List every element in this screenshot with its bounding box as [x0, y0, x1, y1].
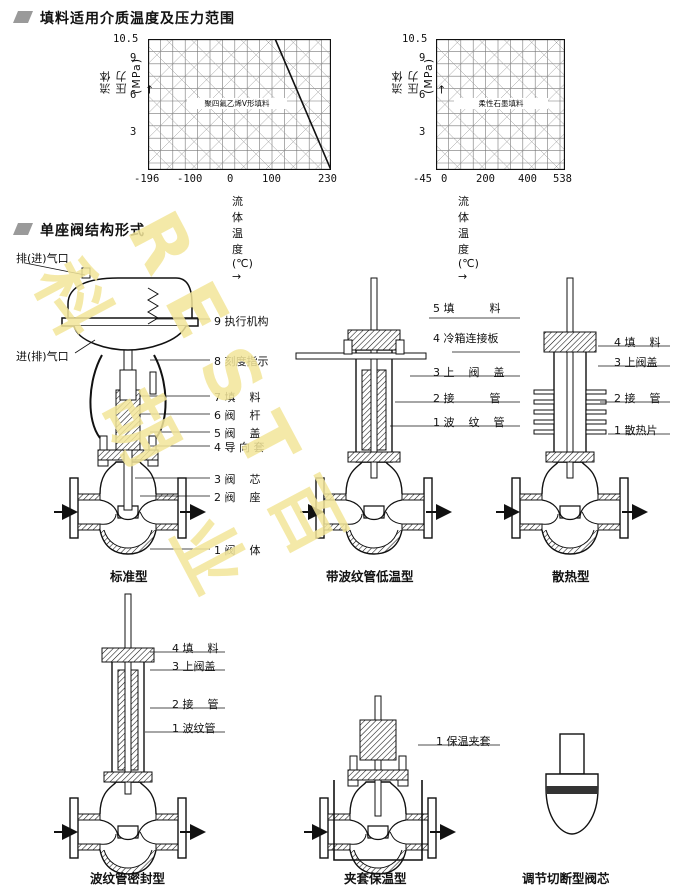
- label-standard-part-5: 5 阀 盖: [214, 427, 261, 440]
- chart-left-x-tick-100: 100: [262, 173, 281, 185]
- drawing-standard-valve: [54, 339, 202, 554]
- chart-left-y-tick-9: 9: [130, 52, 137, 64]
- label-heat-sink-part-4: 4 填 料: [614, 336, 661, 349]
- chart-right-x-tick-400: 400: [518, 173, 537, 185]
- caption-jacket: 夹套保温型: [344, 871, 407, 886]
- chart-right-gridline-diag: [503, 39, 565, 101]
- label-bellows-seal-part-4: 4 填 料: [172, 642, 219, 655]
- label-exhaust-port: 排(进)气口: [16, 252, 69, 265]
- label-standard-part-7: 7 填 料: [214, 391, 261, 404]
- section-marker-icon: [13, 223, 33, 235]
- label-intake-port: 进(排)气口: [16, 350, 69, 363]
- chart-right-y-tick-3: 3: [419, 126, 426, 138]
- caption-bellows-seal: 波纹管密封型: [90, 871, 166, 886]
- label-bellows-low-part-5: 5 填 料: [433, 302, 501, 315]
- chart-left-gridline-diag: [289, 39, 331, 81]
- label-bellows-seal-part-3: 3 上阀盖: [172, 660, 216, 673]
- chart-left-x-tick--100: -100: [177, 173, 203, 185]
- chart-right-x-tick-200: 200: [476, 173, 495, 185]
- section-marker-icon: [13, 11, 33, 23]
- chart-right-y-tick-6: 6: [419, 89, 426, 101]
- chart-left-gridline-diag: [148, 39, 223, 114]
- label-bellows-seal-part-1: 1 波纹管: [172, 722, 216, 735]
- chart-right-gridline-diag: [436, 39, 461, 65]
- chart-right-frame: [436, 39, 565, 170]
- chart-left-y-tick-3: 3: [130, 126, 137, 138]
- chart-left-gridline-diag: [148, 39, 198, 89]
- chart-left-gridline-diag: [148, 120, 198, 170]
- label-standard-part-1: 1 阀 体: [214, 544, 261, 557]
- label-bellows-low-part-4: 4 冷箱连接板: [433, 332, 499, 345]
- caption-standard: 标准型: [110, 569, 148, 584]
- label-standard-part-4: 4 导 向 套: [214, 441, 265, 454]
- chart-right-gridline-diag: [436, 144, 461, 170]
- chart-left-gridline-diag: [148, 39, 173, 65]
- label-standard-part-3: 3 阀 芯: [214, 473, 261, 486]
- chart-left-y-tick-6: 6: [130, 89, 137, 101]
- label-heat-sink-part-2: 2 接 管: [614, 392, 661, 405]
- drawing-shutoff-plug: [545, 733, 599, 835]
- chart-left-gridline-diag: [148, 144, 173, 170]
- chart-right-gridline-diag: [528, 132, 565, 170]
- drawing-heat-sink: [496, 277, 644, 554]
- chart-right-gridline-diag: [436, 120, 486, 170]
- chart-right-x-axis-label: 流体温度(℃) →: [458, 195, 479, 283]
- label-standard-part-8: 8 刻度指示: [214, 355, 269, 368]
- chart-left-frame: [148, 39, 331, 170]
- chart-right-gridline-diag: [528, 39, 565, 77]
- label-bellows-low-part-3: 3 上 阀 盖: [433, 366, 505, 379]
- chart-left-region-label: 聚四氟乙烯V形填料: [187, 98, 287, 109]
- drawing-actuator: [61, 267, 199, 351]
- chart-right-gridline-diag: [503, 108, 565, 170]
- chart-left-gridline-diag: [148, 39, 248, 139]
- caption-heat-sink: 散热型: [552, 569, 590, 584]
- chart-right-x-tick-0: 0: [441, 173, 448, 185]
- chart-left-x-tick-230: 230: [318, 173, 337, 185]
- section-title-valve-structures: 单座阀结构形式: [40, 223, 145, 239]
- drawing-bellows-seal: [54, 593, 202, 874]
- chart-right-gridline-diag: [436, 39, 511, 114]
- label-heat-sink-part-3: 3 上阀盖: [614, 356, 658, 369]
- chart-right-gridline-diag: [436, 39, 486, 89]
- chart-right-y-tick-10-5: 10.5: [402, 33, 428, 45]
- leader-lines: [24, 262, 670, 746]
- label-bellows-seal-part-2: 2 接 管: [172, 698, 219, 711]
- chart-right-x-tick-538: 538: [553, 173, 572, 185]
- label-standard-part-2: 2 阀 座: [214, 491, 261, 504]
- label-bellows-low-part-1: 1 波 纹 管: [433, 416, 505, 429]
- chart-left-x-axis-label: 流体温度(℃) →: [232, 195, 253, 283]
- label-heat-sink-part-1: 1 散热片: [614, 424, 658, 437]
- label-jacket-part-1: 1 保温夹套: [436, 735, 491, 748]
- chart-left-boundary-line: [274, 39, 331, 170]
- label-bellows-low-part-2: 2 接 管: [433, 392, 501, 405]
- drawing-bellows-low-temp: [295, 277, 448, 554]
- chart-left-gridline-diag: [240, 78, 331, 170]
- section-title-packing-range: 填料适用介质温度及压力范围: [40, 11, 235, 27]
- chart-left-x-tick--196: -196: [134, 173, 160, 185]
- caption-bellows-low-temp: 带波纹管低温型: [326, 569, 414, 584]
- caption-shutoff-plug: 调节切断型阀芯: [522, 871, 610, 886]
- chart-right-y-tick-9: 9: [419, 52, 426, 64]
- chart-left-y-tick-10-5: 10.5: [113, 33, 139, 45]
- drawing-jacket-valve: [304, 695, 452, 874]
- label-standard-part-6: 6 阀 杆: [214, 409, 261, 422]
- chart-right-x-tick--45: -45: [413, 173, 432, 185]
- chart-right-region-label: 柔性石墨填料: [454, 98, 548, 109]
- label-standard-part-9: 9 执行机构: [214, 315, 269, 328]
- chart-left-gridline-diag: [289, 128, 331, 170]
- chart-left-x-tick-0: 0: [227, 173, 234, 185]
